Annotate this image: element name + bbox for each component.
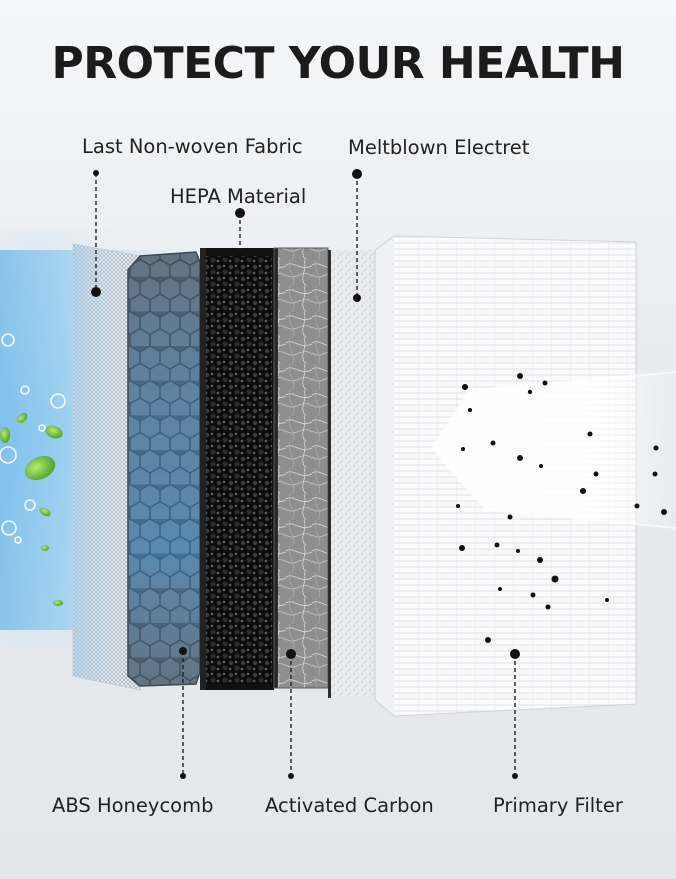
meltblown-electret-layer [328,250,382,698]
label-meltblown-electret: Meltblown Electret [348,136,530,159]
label-activated-carbon: Activated Carbon [265,794,434,817]
bubble-icon [0,333,66,544]
label-hepa-material: HEPA Material [170,185,307,208]
label-last-non-woven-fabric: Last Non-woven Fabric [82,135,303,158]
abs-honeycomb-layer [127,251,201,687]
label-primary-filter: Primary Filter [493,794,623,817]
hepa-material-layer [200,248,274,690]
dust-particles [456,373,667,643]
callout-leaders [91,169,520,779]
last-non-woven-fabric-layer [72,243,141,691]
activated-carbon-layer [273,247,329,689]
page-title: PROTECT YOUR HEALTH [51,38,625,89]
leaf-icon [0,413,63,606]
airflow-arrow-icon [430,371,676,529]
label-abs-honeycomb: ABS Honeycomb [52,794,214,817]
